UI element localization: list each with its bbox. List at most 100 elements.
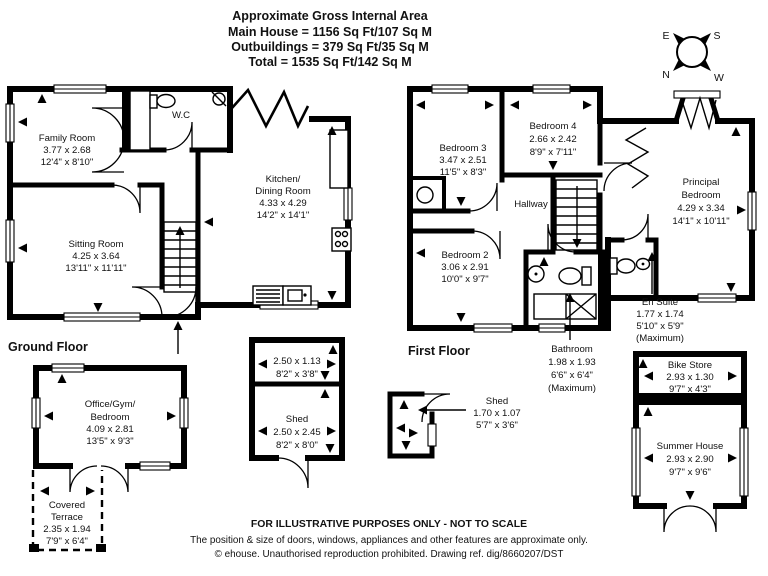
footer-line3: © ehouse. Unauthorised reproduction proh… (215, 549, 564, 560)
room-label-hallway: Hallway (514, 199, 548, 210)
first-floor-windows (431, 84, 757, 333)
room-dims-bedroom3-imperial: 11'5" x 8'3" (440, 167, 487, 178)
room-dims-bedroom2-metric: 3.06 x 2.91 (441, 262, 488, 273)
room-label-ensuite: En Suite (642, 297, 678, 308)
room-label-bedroom2: Bedroom 2 (442, 250, 489, 261)
wall-connector (598, 252, 608, 330)
bathroom-toilet-icon (558, 266, 592, 286)
hob-icon (331, 227, 352, 252)
room-dims-principal-imperial: 14'1" x 10'11" (672, 216, 729, 227)
covered-terrace: Covered Terrace 2.35 x 1.94 7'9" x 6'4" (29, 470, 106, 552)
cupboard (129, 90, 151, 151)
compass-icon: E S N W (662, 30, 724, 84)
room-label-office-line1: Office/Gym/ (85, 399, 136, 410)
measurement-arrows-terrace (40, 486, 95, 496)
room-dims-summer-house-metric: 2.93 x 2.90 (666, 454, 713, 465)
room-dims-sitting-room-metric: 4.25 x 3.64 (72, 251, 120, 262)
ensuite-toilet-icon (609, 257, 636, 275)
room-dims-bike-store-imperial: 9'7" x 4'3" (669, 384, 711, 395)
bathroom-basin-icon (527, 265, 545, 283)
room-label-principal-line1: Principal (683, 177, 720, 188)
first-floor-doors (468, 162, 649, 260)
room-dims-sitting-room-imperial: 13'11" x 11'11" (65, 263, 126, 274)
room-dims-office-imperial: 13'5" x 9'3" (86, 436, 133, 447)
room-label-bathroom: Bathroom (551, 344, 593, 355)
chimney-column (122, 89, 130, 152)
wc-toilet-icon (149, 93, 176, 109)
room-dims-shed-imperial: 8'2" x 8'0" (276, 440, 318, 451)
office-french-doors (69, 465, 129, 493)
room-dims-small-shed-metric: 1.70 x 1.07 (473, 408, 520, 419)
bathtub-icon (533, 293, 597, 320)
room-dims-ensuite-note: (Maximum) (636, 333, 684, 344)
office-windows (31, 363, 189, 471)
room-label-wc: W.C (172, 110, 190, 121)
section-label-ground-floor: Ground Floor (8, 340, 88, 354)
room-dims-kitchen-imperial: 14'2" x 14'1" (257, 210, 310, 221)
shed-outbuilding: 2.50 x 1.13 8'2" x 3'8" Shed 2.50 x 2.45… (249, 337, 345, 489)
room-label-terrace-line2: Terrace (51, 512, 83, 523)
staircase-first (555, 179, 598, 251)
measurement-arrows-small-shed (396, 400, 418, 450)
room-dims-family-room-metric: 3.77 x 2.68 (43, 145, 90, 156)
room-label-principal-line2: Bedroom (682, 190, 721, 201)
summer-house-outbuilding: Summer House 2.93 x 2.90 9'7" x 9'6" (631, 399, 749, 533)
header-area: Approximate Gross Internal Area Main Hou… (228, 9, 432, 69)
room-label-office-line2: Bedroom (91, 412, 130, 423)
room-label-family-room: Family Room (39, 133, 96, 144)
room-dims-office-metric: 4.09 x 2.81 (86, 424, 133, 435)
room-label-bedroom3: Bedroom 3 (440, 143, 487, 154)
bathroom-leader-arrow (565, 293, 575, 340)
wc-basin-icon (211, 91, 227, 107)
room-label-sitting-room: Sitting Room (69, 239, 124, 250)
footer-line2: The position & size of doors, windows, a… (190, 535, 588, 546)
room-label-bedroom4: Bedroom 4 (530, 121, 578, 132)
room-dims-small-shed-imperial: 5'7" x 3'6" (476, 420, 518, 431)
room-dims-principal-metric: 4.29 x 3.34 (677, 203, 725, 214)
small-shed-leader-arrow (418, 405, 466, 415)
room-label-kitchen-line2: Dining Room (255, 186, 310, 197)
room-dims-bathroom-imperial: 6'6" x 6'4" (551, 370, 593, 381)
entrance-arrow (173, 321, 183, 354)
room-dims-ensuite-metric: 1.77 x 1.74 (636, 309, 684, 320)
compass-south: S (713, 30, 720, 42)
wall-break-zigzag (231, 87, 310, 130)
summer-house-windows (631, 427, 749, 497)
shed-door (277, 457, 309, 489)
room-dims-bedroom4-imperial: 8'9" x 7'11" (530, 147, 577, 158)
kitchen-sink-icon (252, 285, 312, 306)
bike-store-walls (633, 351, 747, 399)
ground-floor-plan: Family Room 3.77 x 2.68 12'4" x 8'10" W.… (5, 84, 353, 354)
room-label-kitchen-line1: Kitchen/ (266, 174, 301, 185)
section-label-first-floor: First Floor (408, 344, 470, 358)
room-label-shed: Shed (286, 414, 308, 425)
room-dims-family-room-imperial: 12'4" x 8'10" (41, 157, 94, 168)
ground-floor-inner-walls (7, 147, 233, 308)
room-dims-bathroom-note: (Maximum) (548, 383, 596, 394)
bay-window (673, 90, 721, 131)
bike-store-outbuilding: Bike Store 2.93 x 1.30 9'7" x 4'3" (633, 351, 747, 399)
room-dims-terrace-imperial: 7'9" x 6'4" (46, 536, 88, 547)
small-shed-outbuilding: Shed 1.70 x 1.07 5'7" x 3'6" (387, 391, 521, 459)
footer-line1: FOR ILLUSTRATIVE PURPOSES ONLY - NOT TO … (251, 519, 527, 530)
ground-floor-outer-walls (7, 86, 351, 320)
room-label-summer-house: Summer House (657, 441, 724, 452)
room-dims-bedroom2-imperial: 10'0" x 9'7" (441, 274, 488, 285)
header-outbuildings: Outbuildings = 379 Sq Ft/35 Sq M (231, 40, 429, 54)
room-dims-bathroom-metric: 1.98 x 1.93 (548, 357, 595, 368)
ensuite-leader-arrow (647, 252, 657, 294)
bedroom3-alcove-walls (408, 176, 446, 213)
small-shed-window (427, 423, 437, 447)
room-dims-terrace-metric: 2.35 x 1.94 (43, 524, 91, 535)
header-title: Approximate Gross Internal Area (232, 9, 428, 23)
office-outbuilding: Office/Gym/ Bedroom 4.09 x 2.81 13'5" x … (31, 363, 189, 493)
room-dims-ensuite-imperial: 5'10" x 5'9" (636, 321, 683, 332)
room-label-terrace-line1: Covered (49, 500, 85, 511)
first-floor-plan: Bedroom 3 3.47 x 2.51 11'5" x 8'3" Bedro… (407, 84, 757, 394)
compass-north: N (662, 69, 670, 81)
header-main-house: Main House = 1156 Sq Ft/107 Sq M (228, 25, 432, 39)
small-shed-walls (387, 391, 435, 459)
kitchen-counter (329, 129, 349, 189)
